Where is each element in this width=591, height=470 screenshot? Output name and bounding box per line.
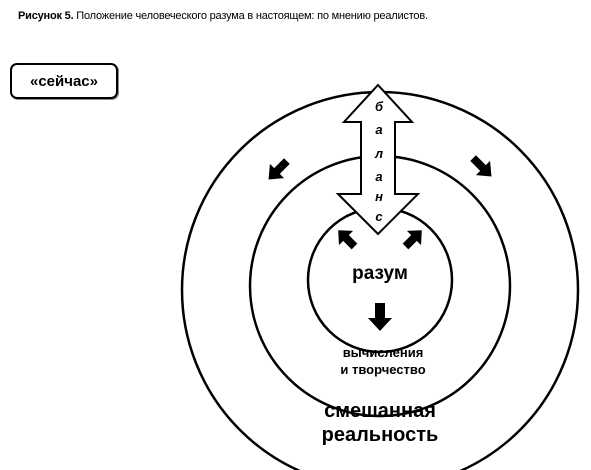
balance-letter: с <box>375 209 383 224</box>
calc-label-line2: и творчество <box>340 362 425 377</box>
now-label: «сейчас» <box>30 72 98 90</box>
arrow-down <box>368 303 392 331</box>
arrow-upper-left <box>268 158 290 180</box>
balance-letter: б <box>375 99 384 114</box>
balance-letter: л <box>374 146 383 161</box>
balance-arrow <box>335 83 421 236</box>
calc-label-line1: вычисления <box>343 345 424 360</box>
balance-letter: а <box>375 169 382 184</box>
mind-label: разум <box>352 263 408 284</box>
caption-label: Рисунок 5. <box>18 10 74 22</box>
arrow-inner-right <box>402 230 422 250</box>
now-box: «сейчас» <box>10 63 118 99</box>
balance-letter: а <box>375 122 382 137</box>
arrow-inner-left <box>338 230 358 250</box>
figure-caption: Рисунок 5. Положение человеческого разум… <box>18 10 428 22</box>
caption-text: Положение человеческого разума в настоящ… <box>73 10 428 22</box>
balance-letter: н <box>375 189 383 204</box>
reality-label-line1: смешанная <box>324 400 436 422</box>
arrow-upper-right <box>470 155 492 177</box>
balance-letters: б а л а н с <box>374 99 384 224</box>
reality-label-line2: реальность <box>322 424 439 446</box>
